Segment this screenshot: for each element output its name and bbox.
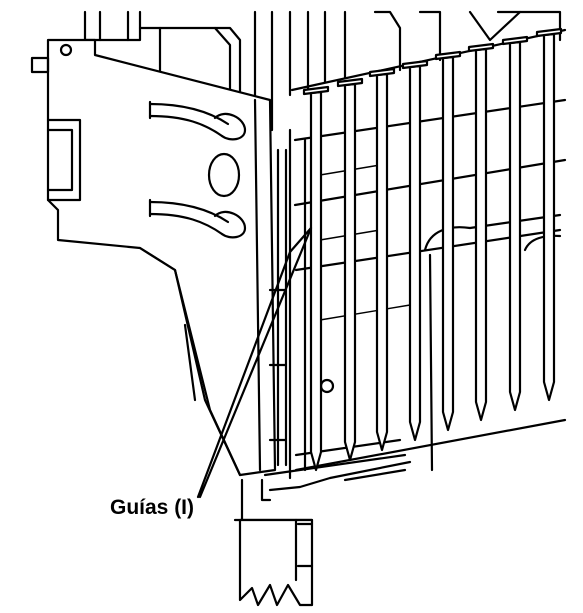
magazine-body (288, 28, 567, 480)
rear-frame (83, 10, 562, 132)
nail (368, 67, 396, 452)
nail (535, 27, 563, 402)
nail (401, 59, 429, 442)
nail (467, 42, 495, 422)
callout-label-guides: Guías (I) (110, 496, 195, 519)
nose-piece (233, 453, 412, 607)
nail (336, 77, 364, 462)
nail-row (302, 27, 563, 472)
nail (501, 35, 529, 412)
nail (434, 50, 462, 432)
callout-leader (196, 226, 313, 499)
left-bracket (30, 38, 277, 477)
nail (302, 85, 330, 472)
latch-springs (148, 100, 247, 239)
